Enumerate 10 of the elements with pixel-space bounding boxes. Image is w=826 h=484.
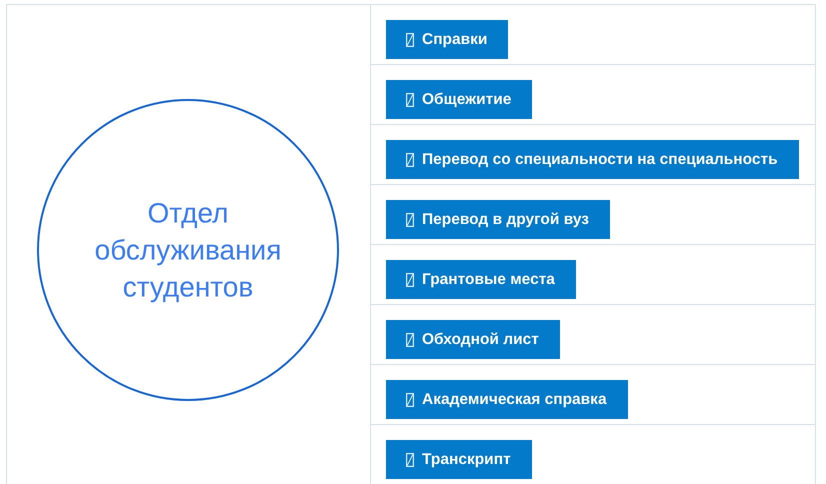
link-button: Перевод со специальности на специальность xyxy=(386,140,799,179)
link-button: Перевод в другой вуз xyxy=(386,200,610,239)
node-label: Отдел обслуживания студентов xyxy=(94,196,282,304)
link-button: Справки xyxy=(386,20,508,59)
link-button: Общежитие xyxy=(386,80,532,119)
circle-node xyxy=(37,99,339,401)
link-button: Транскрипт xyxy=(386,440,532,479)
link-button: Академическая справка xyxy=(386,380,628,419)
link-button: Грантовые места xyxy=(386,260,576,299)
link-button: Обходной лист xyxy=(386,320,560,359)
